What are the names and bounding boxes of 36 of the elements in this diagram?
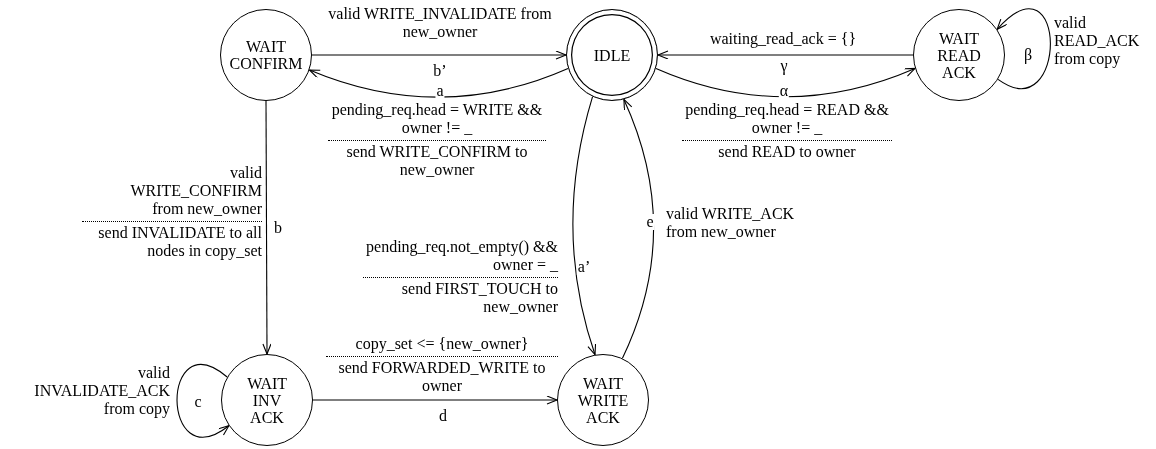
transition-note: send FIRST_TOUCH to new_owner — [400, 280, 558, 316]
edge-label: β — [1022, 47, 1034, 63]
transition-note: valid WRITE_ACK from new_owner — [666, 205, 796, 241]
transition-note: send READ to owner — [718, 143, 856, 161]
guard-condition: pending_req.not_empty() && owner = _ — [365, 238, 558, 274]
transition-note: send INVALIDATE to all nodes in copy_set — [97, 224, 262, 260]
transition-note: send WRITE_CONFIRM to new_owner — [345, 143, 529, 179]
transition-note: valid WRITE_INVALIDATE from new_owner — [327, 5, 553, 41]
transition-arrow — [657, 50, 914, 60]
state-label: IDLE — [593, 46, 631, 64]
guard-condition: pending_req.head = READ && owner != _ — [684, 101, 890, 137]
state-label: WAIT WRITE ACK — [577, 374, 629, 426]
transition-note: send FORWARDED_WRITE to owner — [337, 359, 547, 395]
state-label: WAIT INV ACK — [247, 374, 287, 426]
transition-note: valid READ_ACK from copy — [1054, 14, 1141, 68]
transition-arrow — [311, 50, 567, 60]
transition-arrow — [621, 98, 655, 359]
transition-arrow — [312, 395, 558, 405]
guard-condition: valid WRITE_CONFIRM from new_owner — [129, 164, 262, 218]
guard-condition: pending_req.head = WRITE && owner != _ — [330, 101, 544, 137]
edge-label: d — [438, 408, 448, 424]
edge-label: e — [645, 214, 655, 230]
state-label: WAIT READ ACK — [937, 29, 981, 81]
edge-label: a’ — [576, 259, 592, 275]
transition-arrow — [655, 67, 916, 98]
state-label: WAIT CONFIRM — [229, 38, 303, 72]
transition-note: valid INVALIDATE_ACK from copy — [33, 364, 170, 418]
edge-label: b — [273, 220, 283, 236]
transition-arrow — [262, 100, 272, 355]
edge-label: b’ — [432, 63, 448, 79]
transition-arrow — [308, 67, 569, 98]
transition-note: waiting_read_ack = {} — [709, 30, 857, 48]
transition-arrow — [572, 96, 597, 356]
transition-arrow — [176, 364, 230, 438]
guard-condition: copy_set <= {new_owner} — [355, 335, 529, 353]
transition-arrow — [996, 8, 1051, 89]
